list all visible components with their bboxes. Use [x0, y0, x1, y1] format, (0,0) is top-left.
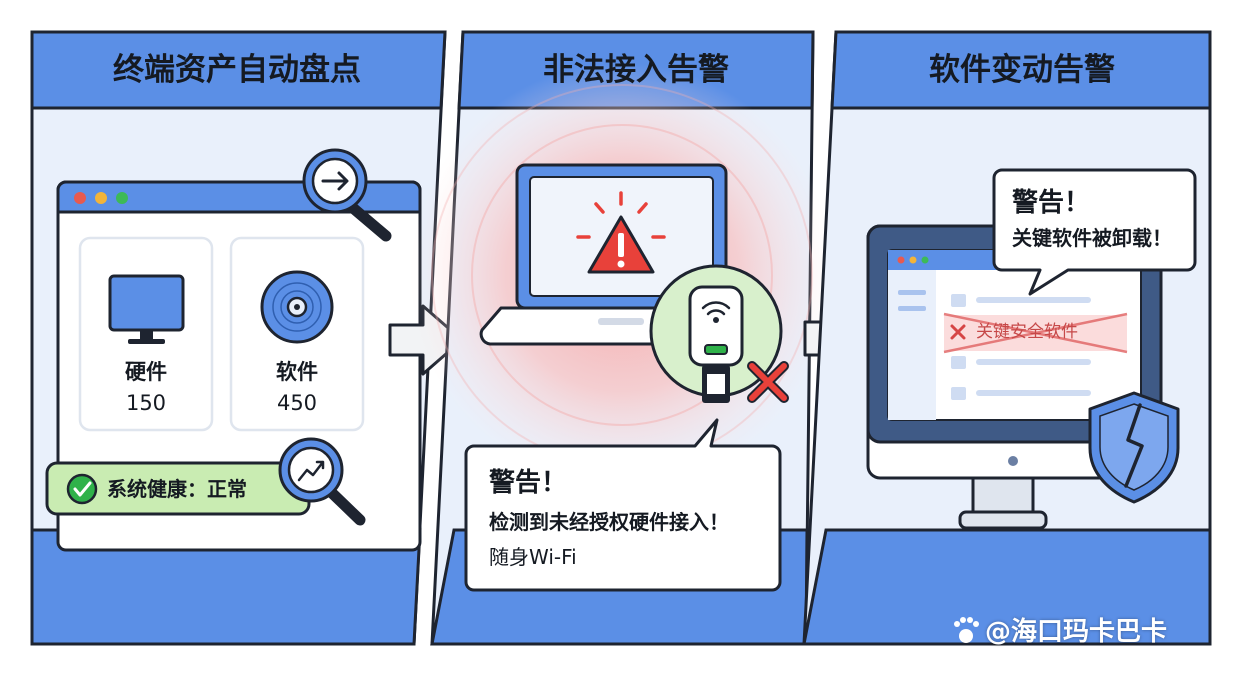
hardware-alert-message: 检测到未经授权硬件接入！	[489, 510, 729, 534]
software-label: 软件	[276, 360, 318, 384]
removed-x-icon	[950, 324, 966, 340]
hardware-count: 150	[125, 391, 167, 415]
panel-3-header	[830, 30, 1212, 110]
alert-bubble-software	[992, 168, 1197, 296]
hardware-alert-device: 随身Wi-Fi	[489, 545, 577, 569]
magnifier-arrow-icon	[302, 148, 392, 242]
panel-1-title: 终端资产自动盘点	[113, 52, 361, 88]
check-icon	[66, 473, 98, 505]
removed-software-name: 关键安全软件	[976, 322, 1078, 342]
broken-shield-icon	[1088, 391, 1180, 504]
panel-asset-inventory	[30, 30, 447, 646]
alert-bubble-hardware	[464, 418, 782, 592]
blocked-x-icon	[747, 361, 789, 403]
panel-1-header	[30, 30, 447, 110]
software-alert-message: 关键软件被卸载！	[1012, 226, 1172, 250]
window-zoom-dot	[116, 192, 128, 204]
panel-unauthorized-access	[410, 30, 834, 646]
panel-3-title: 软件变动告警	[929, 52, 1115, 88]
hardware-label: 硬件	[125, 360, 167, 384]
watermark-text: @海口玛卡巴卡	[985, 617, 1168, 647]
window-minimize-dot	[95, 192, 107, 204]
hardware-alert-heading: 警告！	[489, 468, 568, 498]
monitor-icon	[108, 274, 185, 344]
disc-icon	[260, 270, 334, 344]
panel-software-change	[802, 30, 1212, 646]
panel-2-title: 非法接入告警	[543, 52, 729, 88]
magnifier-trend-icon	[278, 437, 366, 526]
window-close-dot	[74, 192, 86, 204]
panel-3-footer	[802, 528, 1212, 646]
strike-lines	[943, 312, 1128, 354]
software-count: 450	[276, 391, 318, 415]
health-status-text: 系统健康：正常	[107, 477, 247, 501]
paw-icon	[954, 617, 979, 643]
warning-triangle-icon	[576, 191, 666, 274]
software-alert-heading: 警告！	[1012, 188, 1091, 218]
